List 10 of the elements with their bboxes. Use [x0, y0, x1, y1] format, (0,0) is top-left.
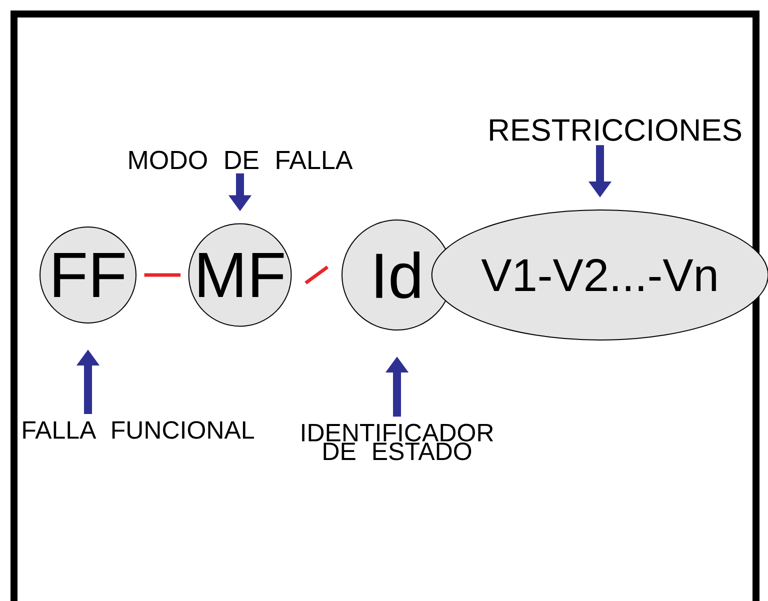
circle-node: MF [188, 223, 292, 327]
label-text: IDENTIFICADOR DE ESTADO [302, 424, 494, 460]
circle-node: Id [342, 220, 452, 330]
circle-node: FF [40, 226, 136, 324]
separator-mark [304, 266, 329, 284]
label-text: FALLA FUNCIONAL [23, 421, 254, 439]
label-text: RESTRICCIONES [490, 119, 742, 141]
node-label: V1-V2...-Vn [481, 258, 716, 292]
label-text: MODO DE FALLA [129, 150, 353, 170]
separator-mark [144, 273, 181, 277]
